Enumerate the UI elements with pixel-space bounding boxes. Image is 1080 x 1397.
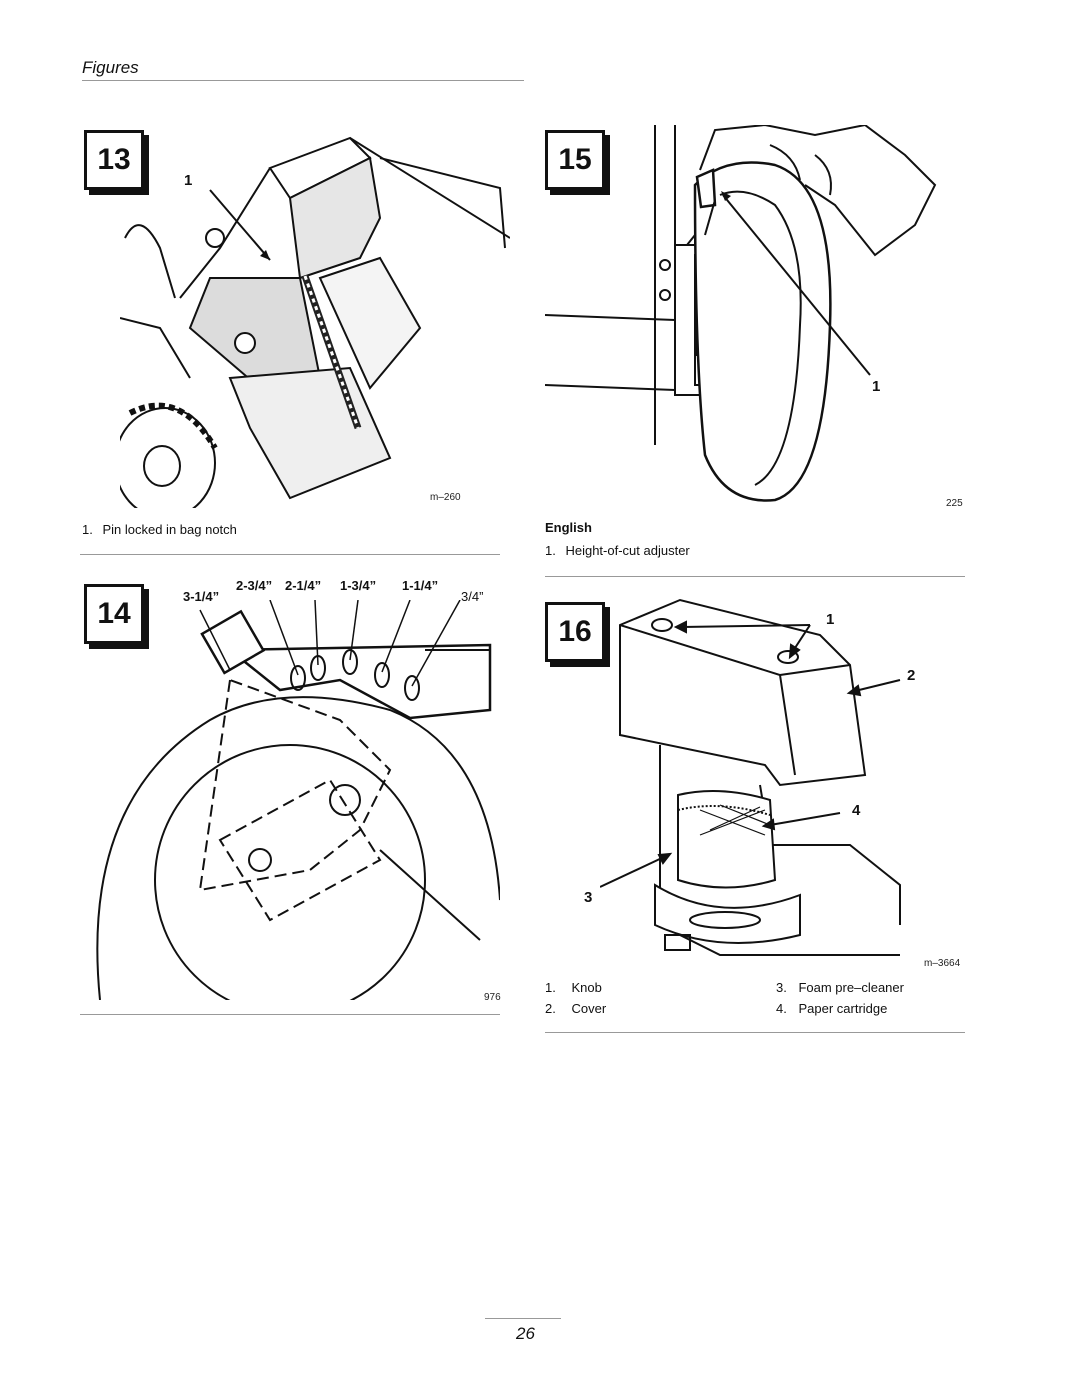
caption-number: 4. — [776, 1001, 787, 1016]
measurement-label: 3/4” — [461, 589, 484, 604]
caption-number: 3. — [776, 980, 787, 995]
figure-16-illustration — [600, 598, 901, 956]
caption-text: Cover — [571, 1001, 607, 1016]
figure-15-number: 15 — [545, 130, 605, 190]
figure-15-code: 225 — [946, 498, 963, 509]
figure-14-code: 976 — [484, 992, 501, 1003]
measurement-label: 1-3/4” — [340, 578, 377, 593]
measurement-label: 1-1/4” — [402, 578, 439, 593]
figure-16-caption-4: 4. Paper cartridge — [776, 1001, 887, 1016]
figure-16-caption-3: 3. Foam pre–cleaner — [776, 980, 904, 995]
figure-16-number: 16 — [545, 602, 605, 662]
caption-number: 2. — [545, 1001, 556, 1016]
figure-15-caption-1: 1. Height-of-cut adjuster — [545, 543, 690, 558]
figure-15-callout-1: 1 — [872, 378, 881, 395]
header-rule — [82, 80, 524, 81]
figure-14-illustration — [96, 600, 500, 1000]
caption-text: Pin locked in bag notch — [102, 522, 237, 537]
section-title: Figures — [82, 58, 139, 77]
figure-16-callout-3: 3 — [584, 889, 593, 906]
language-label: English — [545, 520, 592, 535]
page-number: 26 — [516, 1324, 535, 1343]
figure-13-number: 13 — [84, 130, 144, 190]
figure-14-rule — [80, 1014, 500, 1015]
figure-13-rule — [80, 554, 500, 555]
caption-text: Knob — [571, 980, 602, 995]
measurement-label: 3-1/4” — [183, 589, 220, 604]
caption-number: 1. — [545, 980, 556, 995]
figure-16-caption-1: 1. Knob — [545, 980, 602, 995]
figure-13-code: m–260 — [430, 492, 461, 503]
caption-text: Height-of-cut adjuster — [565, 543, 690, 558]
figure-13-illustration — [120, 136, 510, 508]
caption-number: 1. — [545, 543, 556, 558]
figure-16-callout-2: 2 — [907, 667, 916, 684]
figure-16-caption-2: 2. Cover — [545, 1001, 606, 1016]
figure-14-number: 14 — [84, 584, 144, 644]
caption-text: Paper cartridge — [798, 1001, 888, 1016]
figure-15-illustration — [545, 125, 937, 502]
footer-rule — [485, 1318, 561, 1319]
measurement-label: 2-3/4” — [236, 578, 273, 593]
caption-number: 1. — [82, 522, 93, 537]
measurement-label: 2-1/4” — [285, 578, 322, 593]
caption-text: Foam pre–cleaner — [798, 980, 904, 995]
figure-16-callout-1: 1 — [826, 611, 835, 628]
figure-13-caption-1: 1. Pin locked in bag notch — [82, 522, 237, 537]
figure-16-rule — [545, 1032, 965, 1033]
figure-13-callout-1: 1 — [184, 172, 193, 189]
figure-15-rule — [545, 576, 965, 577]
figure-16-callout-4: 4 — [852, 802, 861, 819]
figure-16-code: m–3664 — [924, 958, 961, 969]
